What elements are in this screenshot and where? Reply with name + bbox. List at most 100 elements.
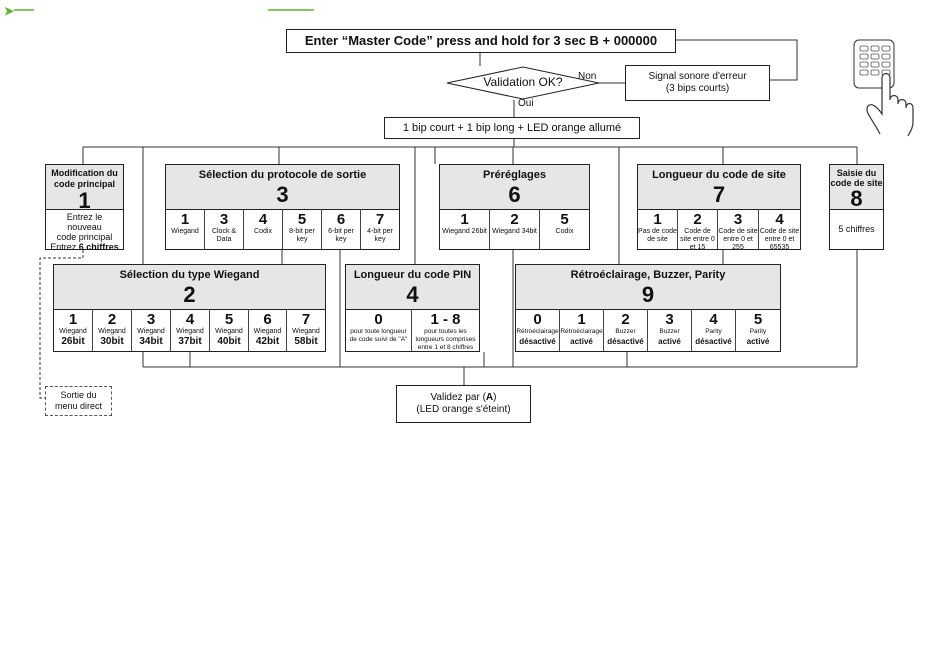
option-number: 5 [560,211,569,228]
menu-8-number: 8 [850,186,863,211]
option-number: 2 [107,311,117,328]
decision-label: Validation OK? [483,75,563,89]
option-number: 7 [301,311,311,328]
option-number: 0 [533,311,542,328]
option-text: Codix [254,228,272,235]
validate-line-1b: A [485,392,494,403]
menu-9-number: 9 [641,282,655,307]
option-number: 1 [180,211,190,228]
decision-diamond [446,66,600,100]
option-text: Wiegand [292,328,320,335]
start-step: Enter “Master Code” press and hold for 3… [286,29,676,53]
option-text: Code de site entre 0 et 255 [718,228,758,251]
option-number: 1 [577,311,586,328]
option-text: Wiegand [59,328,87,335]
option-text: Clock & Data [211,228,237,243]
option-number: 2 [693,211,702,228]
option-text: pour toutes les longueurs comprises entr… [415,328,476,351]
menu-6-number: 6 [508,182,521,207]
option-text: Buzzer [659,328,680,335]
menu-8-box: Saisie du code de site 8 5 chiffres [829,164,884,250]
exit-line-2: menu direct [54,401,103,411]
option-value: activé [746,337,770,346]
option-text: Wiegand [253,328,282,335]
keypad-hand-icon [853,39,914,137]
validate-line-1c: ) [493,392,497,403]
decision-no-label: Non [578,71,597,82]
option-text: Wiegand [215,328,243,335]
option-number: 6 [336,211,346,228]
option-number: 6 [263,311,272,328]
menu-7-title: Longueur du code de site [652,169,786,181]
confirm-label: 1 bip court + 1 bip long + LED orange al… [402,122,622,134]
option-value: 58bit [294,336,318,347]
option-text: Wiegand [176,328,204,335]
option-number: 3 [219,211,229,228]
option-value: désactivé [695,337,732,346]
validate-line-1a: Validez par ( [430,392,486,403]
option-value: 30bit [100,336,124,347]
option-text: Rétroéclairage [560,328,603,335]
option-number: 4 [258,211,268,228]
option-number: 1 [68,311,78,328]
option-text: Parity [749,328,767,335]
menu-7-number: 7 [712,182,726,207]
option-number: 4 [185,311,195,328]
option-text: pour toute longueur de code suivi de "A" [349,328,408,343]
option-text: Code de site entre 0 et 65535 [759,228,800,251]
option-value: 34bit [139,336,163,347]
option-number: 2 [510,211,519,228]
confirm-box: 1 bip court + 1 bip long + LED orange al… [384,117,640,139]
menu-1-line-2: nouveau [67,222,102,232]
option-text: Wiegand [137,328,165,335]
option-text: 8-bit per key [289,228,315,243]
menu-8-title-1: Saisie du [836,168,877,178]
menu-3-number: 3 [276,182,289,207]
error-line-2: (3 bips courts) [665,83,730,94]
menu-4-number: 4 [406,282,419,307]
menu-1-box: Modification du code principal 1 Entrez … [45,164,124,252]
menu-1-line-1: Entrez le [66,212,103,222]
option-text: Wiegand [171,228,199,235]
option-value: 40bit [217,336,241,347]
error-box: Signal sonore d'erreur (3 bips courts) [625,65,770,101]
menu-2-title: Sélection du type Wiegand [119,269,260,281]
option-text: Rétroéclairage [516,328,559,335]
option-number: 3 [146,311,156,328]
start-label: Enter “Master Code” press and hold for 3… [304,33,658,48]
error-line-1: Signal sonore d'erreur [648,71,747,82]
option-number: 1 [460,211,469,228]
option-text: 6-bit per key [328,228,354,243]
option-text: Code de site entre 0 et 15 [680,228,715,251]
option-text: Wiegand 26bit [442,228,487,235]
option-number: 1 [653,211,662,228]
option-number: 5 [753,311,763,328]
option-number: 2 [621,311,630,328]
option-value: activé [570,337,593,346]
option-value: activé [658,337,681,346]
